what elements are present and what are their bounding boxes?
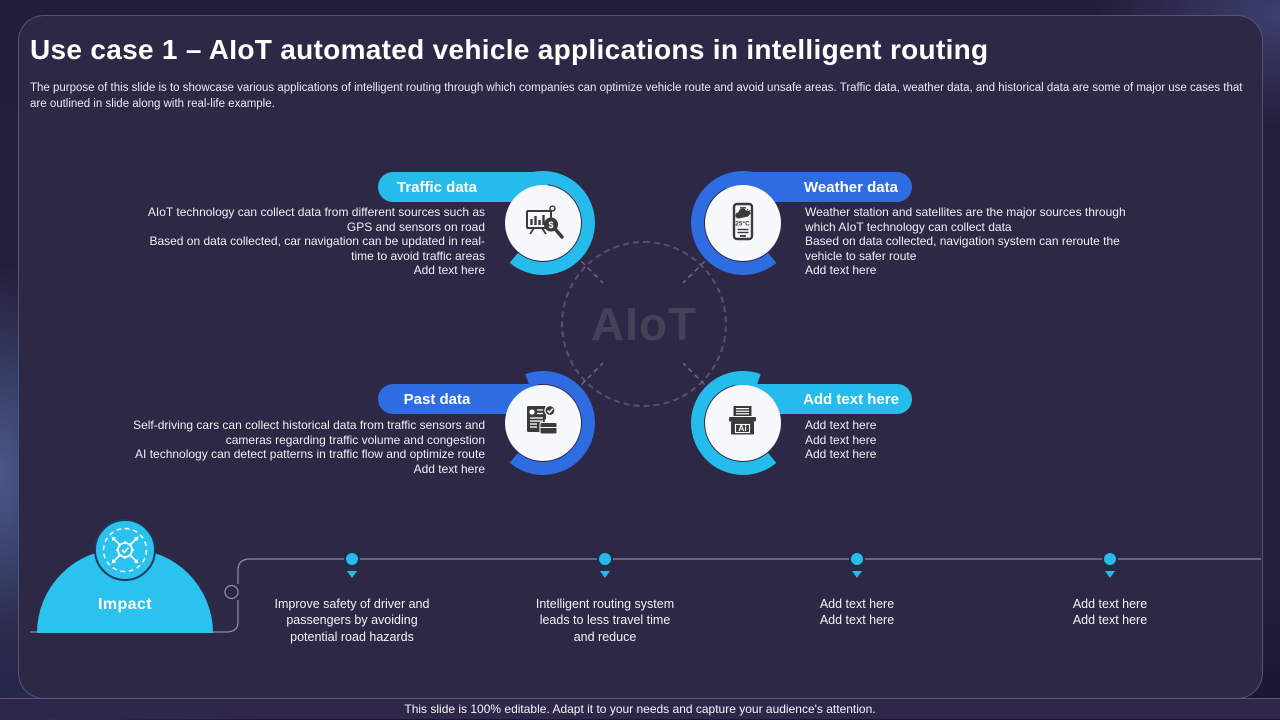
page-title: Use case 1 – AIoT automated vehicle appl… — [30, 34, 989, 65]
description-line: Based on data collected, navigation syst… — [805, 234, 1120, 249]
traffic-data-banner-label: Traffic data — [396, 178, 478, 196]
description-line: AI technology can detect patterns in tra… — [135, 447, 485, 462]
temperature-glyph: 25°C — [735, 220, 750, 228]
weather-phone-icon: 25°C — [732, 202, 754, 241]
timeline-marker-dot — [849, 551, 865, 567]
center-label: AIoT — [590, 298, 698, 350]
past-data-description: Self-driving cars can collect historical… — [130, 418, 485, 476]
add-text-placeholder[interactable]: Add text here — [819, 597, 895, 611]
add-text-placeholder[interactable]: Add text here — [805, 418, 877, 432]
impact-badge — [94, 519, 156, 581]
add-text-placeholder[interactable]: Add text here — [1072, 597, 1148, 611]
add-text-placeholder[interactable]: Add text here — [1072, 613, 1148, 628]
description-line: GPS and sensors on road — [346, 219, 485, 234]
impact-label: Impact — [98, 596, 152, 613]
weather-data-banner-label: Weather data — [804, 178, 898, 196]
past-data-badge — [505, 370, 595, 475]
resume-check-briefcase-icon — [527, 404, 558, 435]
past-data-banner-label: Past data — [403, 390, 471, 408]
timeline-line-text: Intelligent routing system — [535, 597, 675, 611]
center-circle: AIoT — [561, 241, 727, 407]
traffic-data-description: AIoT technology can collect data from di… — [130, 205, 485, 278]
description-line: Based on data collected, car navigation … — [149, 234, 485, 249]
analytics-search-icon: $ — [526, 205, 564, 239]
add-text-placeholder[interactable]: Add text here — [413, 263, 485, 278]
footer-bar: This slide is 100% editable. Adapt it to… — [0, 698, 1280, 719]
weather-data-badge: 25°C — [691, 170, 781, 275]
arrow-down-icon — [347, 571, 357, 578]
add-text-badge: Ai — [691, 370, 781, 475]
description-line: cameras regarding traffic volume and con… — [225, 432, 485, 447]
add-text-description: Add text here Add text here Add text her… — [805, 418, 1167, 462]
timeline-line-text: and reduce — [573, 629, 637, 644]
timeline-line-text: potential road hazards — [290, 629, 414, 644]
gear-check-expand-icon — [102, 527, 148, 573]
add-text-placeholder[interactable]: Add text here — [805, 263, 877, 278]
description-line: which AIoT technology can collect data — [805, 219, 1012, 234]
add-text-placeholder[interactable]: Add text here — [805, 447, 877, 462]
timeline-marker-dot — [597, 551, 613, 567]
timeline-line-text: passengers by avoiding — [286, 613, 418, 628]
timeline-line-text: Improve safety of driver and — [274, 597, 430, 611]
description-line: Self-driving cars can collect historical… — [133, 418, 485, 432]
arrow-down-icon — [600, 571, 610, 578]
description-line: vehicle to safer route — [805, 248, 917, 263]
add-text-placeholder[interactable]: Add text here — [819, 613, 895, 628]
traffic-data-badge: $ — [505, 170, 595, 275]
description-line: time to avoid traffic areas — [351, 248, 485, 263]
add-text-banner-label: Add text here — [803, 390, 899, 408]
timeline-text-3: Add text here Add text here — [767, 596, 947, 629]
description-line: AIoT technology can collect data from di… — [147, 205, 485, 219]
weather-data-description: Weather station and satellites are the m… — [805, 205, 1167, 278]
timeline-text-2: Intelligent routing system leads to less… — [515, 596, 695, 645]
timeline-text-1: Improve safety of driver and passengers … — [252, 596, 452, 645]
ai-archive-icon: Ai — [729, 406, 756, 435]
timeline-marker-dot — [344, 551, 360, 567]
add-text-placeholder[interactable]: Add text here — [805, 432, 877, 447]
footer-note: This slide is 100% editable. Adapt it to… — [404, 702, 876, 716]
dollar-glyph: $ — [548, 220, 553, 230]
timeline-line-text: leads to less travel time — [539, 613, 671, 628]
ai-glyph: Ai — [738, 423, 747, 433]
timeline-text-4: Add text here Add text here — [1020, 596, 1200, 629]
description-line: Weather station and satellites are the m… — [805, 205, 1126, 219]
page-description: The purpose of this slide is to showcase… — [30, 82, 1243, 111]
timeline-marker-dot — [1102, 551, 1118, 567]
arrow-down-icon — [1105, 571, 1115, 578]
add-text-placeholder[interactable]: Add text here — [413, 461, 485, 476]
arrow-down-icon — [852, 571, 862, 578]
